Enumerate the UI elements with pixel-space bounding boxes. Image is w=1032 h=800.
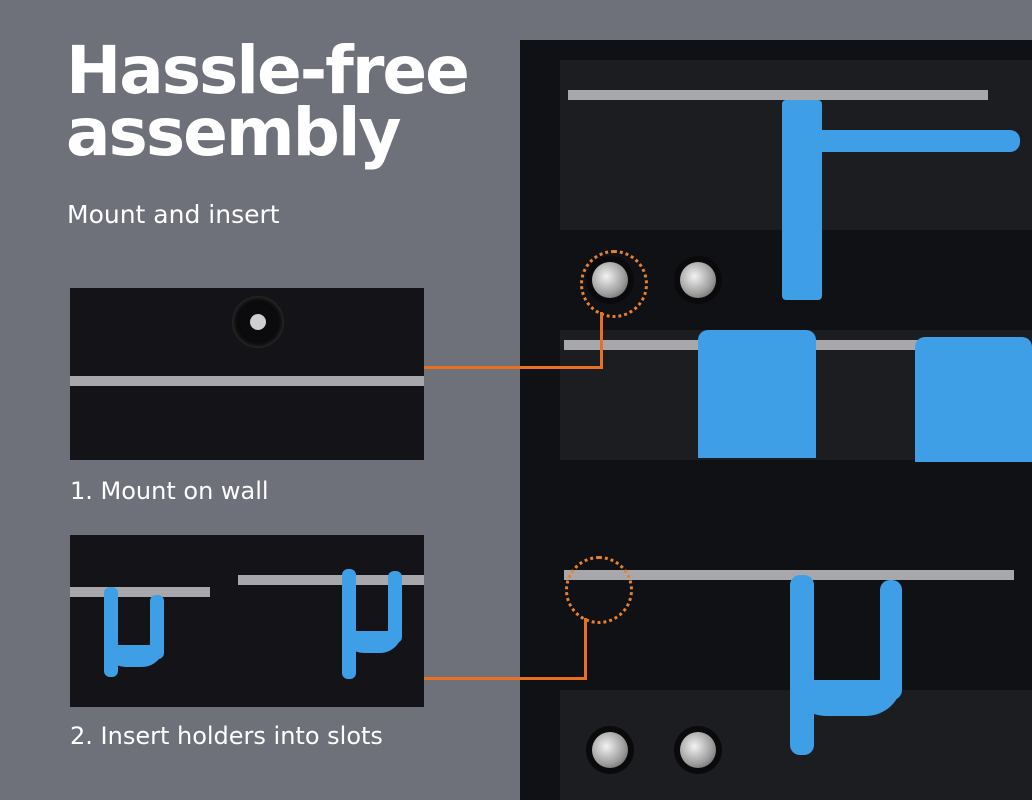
hook-holder-icon xyxy=(698,330,816,458)
subtitle: Mount and insert xyxy=(67,200,280,229)
hook-holder-icon xyxy=(810,130,1020,152)
screw-icon xyxy=(680,262,716,298)
hook-holder-icon xyxy=(790,575,814,755)
slot xyxy=(314,386,346,404)
callout-line-2 xyxy=(424,677,586,680)
slot-rail xyxy=(564,570,1014,580)
slot-rail xyxy=(238,575,424,585)
slot-rail xyxy=(70,376,424,386)
step-2-caption: 2. Insert holders into slots xyxy=(70,722,383,750)
slot xyxy=(392,386,424,404)
callout-line-1 xyxy=(600,312,603,369)
hook-holder-icon xyxy=(915,337,1032,462)
slot-rail xyxy=(568,90,988,100)
callout-line-2 xyxy=(584,618,587,680)
hook-holder-icon xyxy=(388,571,402,643)
mounting-hole-icon xyxy=(232,296,284,348)
step-2-image xyxy=(70,535,424,707)
slot-rail xyxy=(70,587,210,597)
title-line-2: assembly xyxy=(66,94,402,171)
slot xyxy=(236,386,268,404)
callout-ring-slot xyxy=(565,556,633,624)
page-title: Hassle-free assembly xyxy=(66,38,470,166)
title-line-1: Hassle-free xyxy=(66,32,470,109)
hook-holder-icon xyxy=(104,645,164,667)
callout-line-1 xyxy=(424,366,602,369)
pegboard-image xyxy=(520,40,1032,800)
hook-holder-icon xyxy=(880,580,902,700)
hook-holder-icon xyxy=(342,631,402,653)
slot xyxy=(158,386,190,404)
callout-ring-screw xyxy=(580,250,648,318)
step-1-caption: 1. Mount on wall xyxy=(70,477,269,505)
hook-holder-icon xyxy=(342,569,356,679)
screw-icon xyxy=(680,732,716,768)
slot xyxy=(80,386,112,404)
screw-icon xyxy=(592,732,628,768)
step-1-image xyxy=(70,288,424,460)
hook-holder-icon xyxy=(150,595,164,659)
